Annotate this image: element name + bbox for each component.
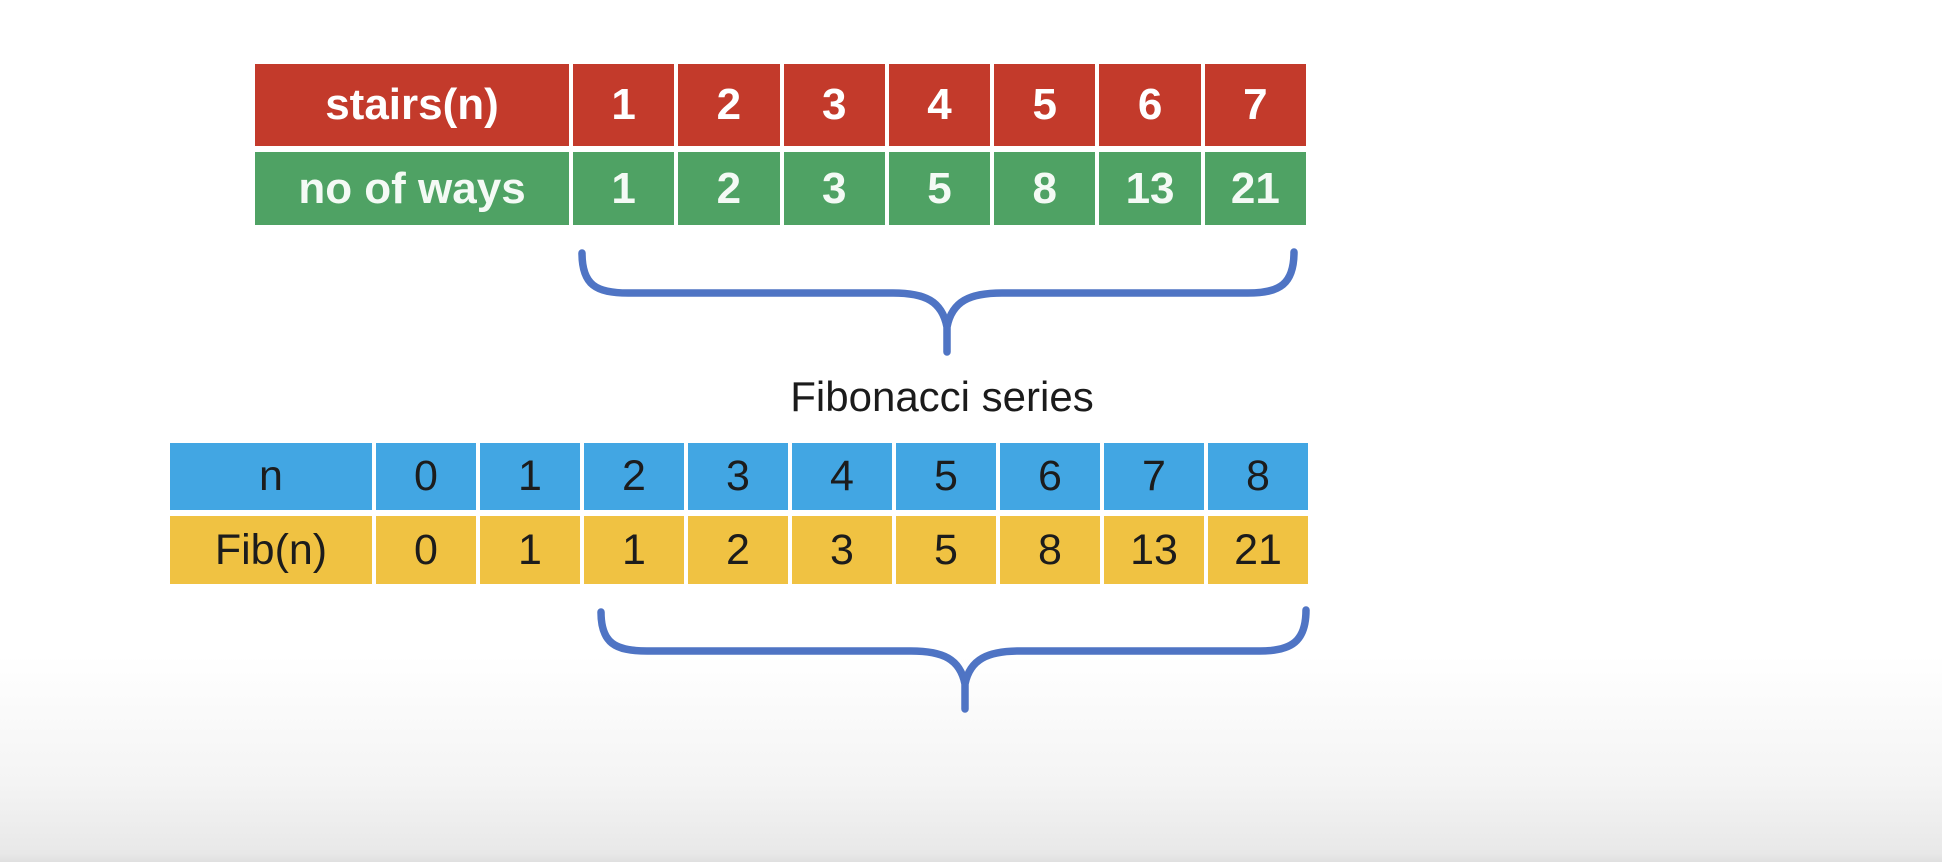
stairs-n-cell: 4	[888, 64, 991, 146]
stairs-table: stairs(n) 1 2 3 4 5 6 7 no of ways 1 2 3…	[255, 64, 1306, 225]
ways-cell: 1	[573, 152, 675, 225]
ways-row-label: no of ways	[255, 152, 569, 225]
fib-cell: 8	[1000, 516, 1100, 584]
stairs-row-label: stairs(n)	[255, 64, 569, 146]
fib-cell: 1	[480, 516, 580, 584]
n-cell: 4	[792, 443, 892, 510]
stairs-n-cell: 7	[1204, 64, 1306, 146]
ways-cell: 3	[783, 152, 885, 225]
n-cell: 8	[1208, 443, 1308, 510]
stairs-n-cell: 6	[1099, 64, 1201, 146]
n-cell: 0	[376, 443, 476, 510]
n-row-label: n	[170, 443, 372, 510]
stairs-n-cell: 1	[573, 64, 675, 146]
stairs-n-cell: 2	[678, 64, 780, 146]
ways-cell: 5	[888, 152, 991, 225]
n-cell: 5	[896, 443, 996, 510]
n-cell: 3	[688, 443, 788, 510]
fib-cell: 13	[1104, 516, 1204, 584]
fib-cell: 21	[1208, 516, 1308, 584]
n-cell: 6	[1000, 443, 1100, 510]
bottom-gradient	[0, 655, 1942, 862]
fib-table: n 0 1 2 3 4 5 6 7 8 Fib(n) 0 1 1 2 3 5 8…	[170, 443, 1308, 584]
fib-cell: 3	[792, 516, 892, 584]
fib-row-label: Fib(n)	[170, 516, 372, 584]
top-curly-brace-icon	[578, 248, 1298, 356]
fib-cell: 5	[896, 516, 996, 584]
ways-cell: 13	[1099, 152, 1201, 225]
ways-cell: 8	[994, 152, 1096, 225]
ways-cell: 21	[1204, 152, 1306, 225]
stairs-n-cell: 5	[994, 64, 1096, 146]
fib-cell: 2	[688, 516, 788, 584]
n-cell: 1	[480, 443, 580, 510]
stairs-n-cell: 3	[783, 64, 885, 146]
n-cell: 7	[1104, 443, 1204, 510]
n-cell: 2	[584, 443, 684, 510]
ways-cell: 2	[678, 152, 780, 225]
fib-cell: 0	[376, 516, 476, 584]
fibonacci-series-caption: Fibonacci series	[790, 373, 1094, 420]
fib-cell: 1	[584, 516, 684, 584]
